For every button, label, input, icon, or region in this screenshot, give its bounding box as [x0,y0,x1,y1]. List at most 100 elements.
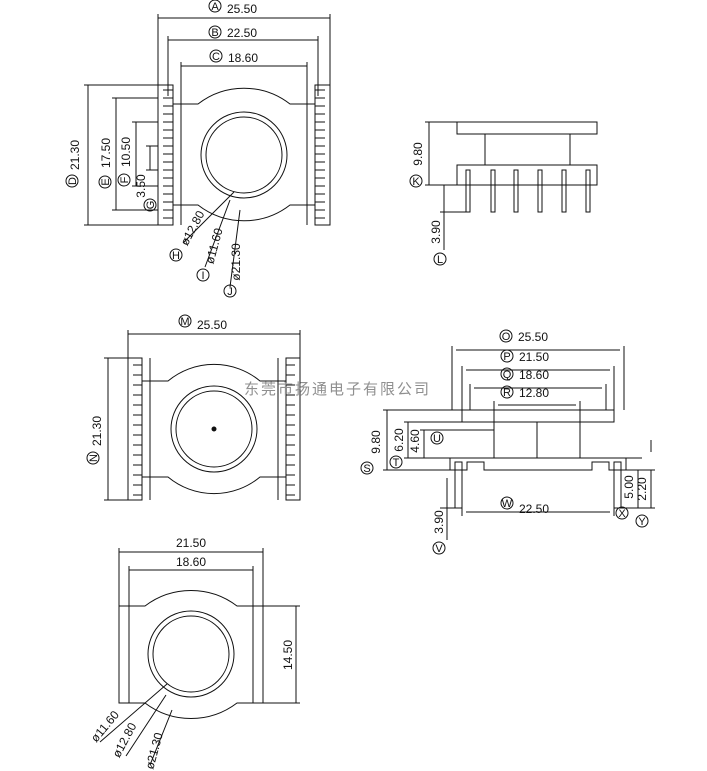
dim-plan-h1: 14.50 [281,640,295,670]
bobbin-bore-outer [200,111,288,199]
callout-r [500,385,514,399]
callout-e [98,175,112,189]
bobbin-bore-inner [175,390,253,468]
callout-x [615,506,629,520]
dim-v: 3.90 [432,510,446,534]
callout-o [499,329,513,343]
dim-x: 5.00 [622,475,636,499]
svg-text:K: K [412,176,420,188]
callout-n [86,451,100,465]
bobbin-bore-inner [152,615,230,693]
svg-text:H: H [172,250,180,262]
callout-s [360,461,374,475]
dim-u: 4.60 [408,429,422,453]
upper-flange [456,121,598,135]
callout-f [117,173,131,187]
svg-text:E: E [100,178,112,185]
bobbin-bore-outer [170,385,258,473]
svg-text:L: L [437,254,443,266]
flange-outline [118,589,264,720]
dim-h: ø12.80 [178,208,208,248]
svg-text:N: N [88,454,100,462]
dim-j: ø21.30 [229,243,243,281]
side-view [425,121,598,250]
watermark: 东莞市扬通电子有限公司 [244,380,432,398]
callout-c [209,49,223,63]
callout-p [500,349,514,363]
svg-text:Q: Q [503,369,512,381]
svg-text:O: O [502,331,511,343]
dim-r: 12.80 [519,386,549,400]
pin-row [465,169,591,213]
front-view [383,346,655,540]
svg-text:B: B [211,27,218,39]
callout-y [635,514,649,528]
callout-k [409,174,423,188]
dim-plan-w1: 21.50 [176,536,206,550]
dim-q: 18.60 [519,368,549,382]
callout-l [433,252,447,266]
callout-q [500,367,514,381]
callout-a [208,0,222,13]
dim-s: 9.80 [369,430,383,454]
bobbin-bore-inner [205,116,283,194]
dim-f: 10.50 [119,137,133,167]
dim-o: 25.50 [518,330,548,344]
svg-text:R: R [503,387,511,399]
bottom-view [104,330,301,501]
svg-text:F: F [119,176,131,183]
dim-n: 21.30 [90,416,104,446]
callout-g [143,198,157,212]
dim-a: 25.50 [227,2,257,16]
dim-plan-w2: 18.60 [176,555,206,569]
pin-comb-right [285,357,301,501]
dim-w: 22.50 [519,502,549,516]
svg-text:I: I [201,270,204,282]
dim-m: 25.50 [197,318,227,332]
svg-text:X: X [618,508,626,520]
callout-b [208,25,222,39]
svg-text:P: P [503,351,510,363]
svg-text:T: T [393,457,400,469]
callout-h [169,248,183,262]
flange-outline [142,363,286,495]
plan-view [99,548,300,766]
dim-p: 21.50 [519,350,549,364]
dim-l: 3.90 [429,220,443,244]
dim-plan-d3: ø21.30 [143,731,166,771]
svg-text:G: G [145,201,157,210]
pin-comb-left [127,357,143,501]
dim-e: 17.50 [99,138,113,168]
dim-t: 6.20 [392,428,406,452]
svg-text:V: V [435,543,443,555]
dimension-labels: A 25.50 B 22.50 C 18.60 D 21.30 E 17.50 … [65,0,649,771]
svg-text:A: A [211,1,219,13]
lower-flange [456,164,598,186]
callout-d [65,174,79,188]
svg-text:Y: Y [638,516,646,528]
svg-text:D: D [67,177,79,185]
callout-i [196,268,210,282]
bobbin-bore-outer [147,610,235,698]
svg-text:M: M [180,316,189,328]
pin-comb-left [157,84,174,226]
dim-c: 18.60 [228,51,258,65]
callout-m [178,314,192,328]
svg-text:U: U [433,433,441,445]
dim-y: 2.20 [635,477,649,501]
dim-d: 21.30 [68,140,82,170]
callout-u [430,431,444,445]
flange-outline [173,87,315,222]
callout-v [432,541,446,555]
svg-text:S: S [363,463,370,475]
pin-comb-right [314,84,331,226]
dim-k: 9.80 [411,142,425,166]
callout-t [389,455,403,469]
lower-flange [449,457,627,471]
dim-g: 3.50 [134,174,148,198]
callout-w [500,496,514,510]
dim-i: ø11.60 [203,226,226,265]
callout-j [223,284,237,298]
svg-text:C: C [212,51,220,63]
